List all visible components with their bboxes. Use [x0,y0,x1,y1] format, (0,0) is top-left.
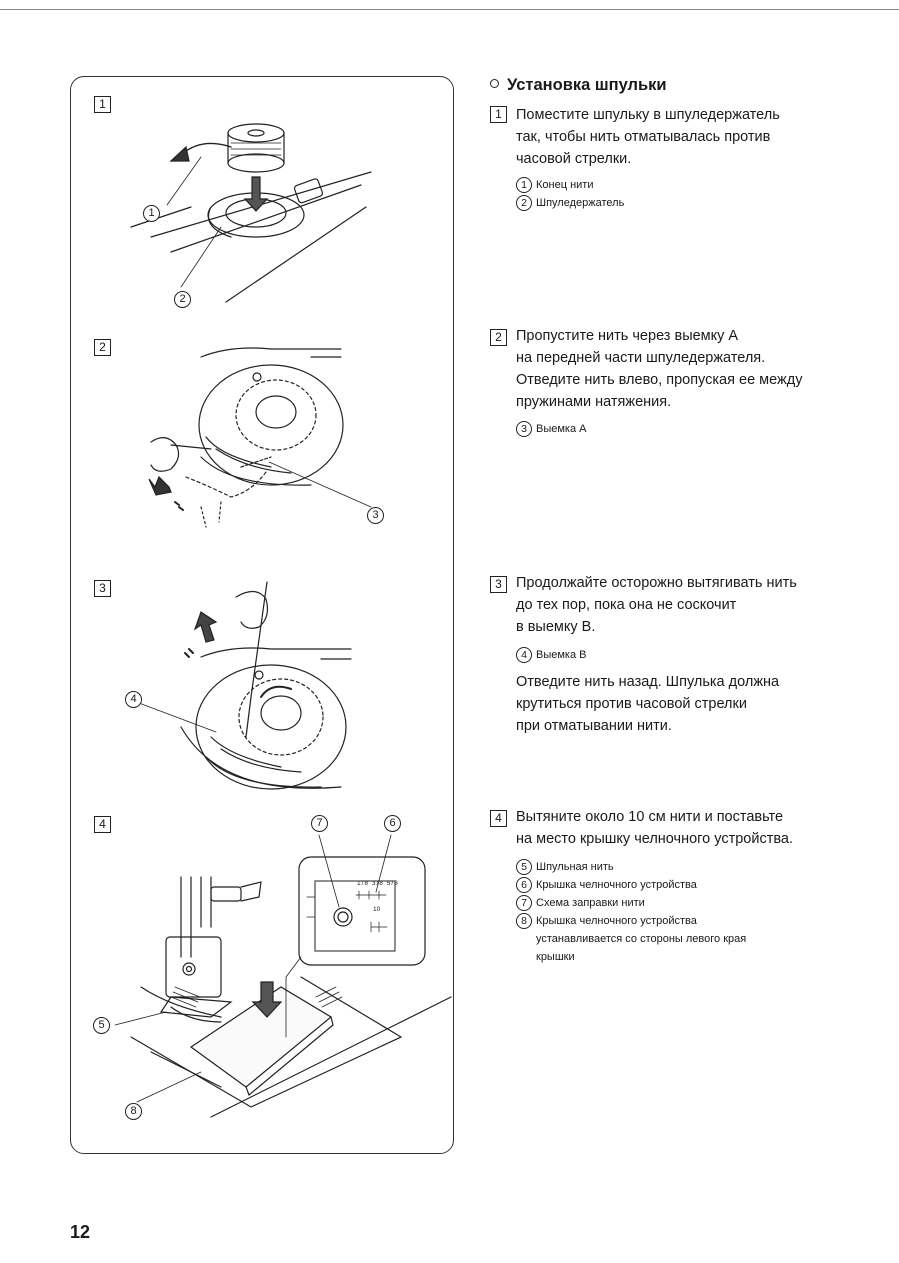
step-3-line: Продолжайте осторожно вытягивать нить [516,575,797,591]
step-3-extra-line: крутиться против часовой стрелки [516,696,747,712]
legend-item: 4 Выемка В [516,646,781,664]
callout-3: 3 [367,507,384,524]
step-number-2: 2 [490,329,507,346]
step-4-line: Вытяните около 10 см нити и поставьте [516,809,784,825]
illustration-panel: 1 2 3 4 1 2 3 4 5 6 7 8 1/8 3/8 5/8 10 [70,76,454,1154]
scale-marks: 1/8 3/8 5/8 [357,880,399,887]
legend-number: 4 [516,647,532,663]
legend-text: Шпуледержатель [536,197,625,209]
step-number-1: 1 [490,106,507,123]
page-number: 12 [70,1222,91,1242]
legend-text: Схема заправки нити [536,897,645,909]
legend-text: Крышка челночного устройства устанавлива… [536,915,747,963]
legend-number: 6 [516,877,532,893]
step-3-extra-line: Отведите нить назад. Шпулька должна [516,674,780,690]
legend-item: 5 Шпульная нить [516,858,781,876]
callout-1: 1 [143,205,160,222]
step-1-text: Поместите шпульку в шпуледержатель так, … [516,104,846,170]
step-number-3: 3 [490,576,507,593]
step-1-line: часовой стрелки. [516,151,632,167]
step-3-extra-line: при отматывании нити. [516,718,672,734]
figure-step-box-4: 4 [94,816,111,833]
bullet-icon [490,79,499,88]
figure-3-notch-b [138,581,352,790]
step-2-line: Отведите нить влево, пропуская ее между [516,372,803,388]
illustration-drawings [114,123,452,1118]
scale-mark-3-8: 3/8 [371,880,384,887]
callout-8: 8 [125,1103,142,1120]
figure-step-box-3: 3 [94,580,111,597]
scale-mark-1-8: 1/8 [357,880,370,887]
figure-1-bobbin-insert [130,123,372,303]
callout-2: 2 [174,291,191,308]
callout-5: 5 [93,1017,110,1034]
step-3-line: в выемку В. [516,619,596,635]
step-2-line: Пропустите нить через выемку А [516,328,739,344]
figure-2-notch-a [148,347,372,528]
legend-number: 1 [516,177,532,193]
legend-item: 1 Конец нити [516,176,781,194]
step-1-legend: 1 Конец нити 2 Шпуледержатель [516,176,781,212]
legend-text: Выемка А [536,423,587,435]
step-3-text: Продолжайте осторожно вытягивать нить до… [516,572,846,638]
legend-number: 5 [516,859,532,875]
legend-item: 6 Крышка челночного устройства [516,876,781,894]
legend-number: 2 [516,195,532,211]
callout-7: 7 [311,815,328,832]
step-2-line: пружинами натяжения. [516,394,672,410]
figure-step-box-2: 2 [94,339,111,356]
top-rule [0,9,899,10]
step-4-line: на место крышку челночного устройства. [516,831,793,847]
legend-text: Шпульная нить [536,861,614,873]
figure-4-cover-plate [114,834,452,1118]
step-3-legend: 4 Выемка В [516,646,781,664]
step-1-line: Поместите шпульку в шпуледержатель [516,107,780,123]
legend-item: 2 Шпуледержатель [516,194,781,212]
step-3-line: до тех пор, пока она не соскочит [516,597,737,613]
section-title-text: Установка шпульки [507,76,667,94]
legend-item: 3 Выемка А [516,420,781,438]
step-2-legend: 3 Выемка А [516,420,781,438]
step-1-line: так, чтобы нить отматывалась против [516,129,771,145]
legend-number: 8 [516,913,532,929]
step-2-text: Пропустите нить через выемку А на передн… [516,325,846,413]
step-4-text: Вытяните около 10 см нити и поставьте на… [516,806,846,850]
legend-text: Выемка В [536,649,587,661]
callout-4: 4 [125,691,142,708]
step-2-line: на передней части шпуледержателя. [516,350,766,366]
legend-text: Крышка челночного устройства [536,879,697,891]
legend-number: 7 [516,895,532,911]
section-title: Установка шпульки [490,76,667,95]
step-number-4: 4 [490,810,507,827]
legend-number: 3 [516,421,532,437]
step-3-extra-text: Отведите нить назад. Шпулька должна крут… [516,671,846,737]
callout-6: 6 [384,815,401,832]
legend-item: 7 Схема заправки нити [516,894,781,912]
scale-mark-10: 10 [373,906,381,913]
figure-step-box-1: 1 [94,96,111,113]
legend-text: Конец нити [536,179,594,191]
scale-mark-5-8: 5/8 [386,880,399,887]
